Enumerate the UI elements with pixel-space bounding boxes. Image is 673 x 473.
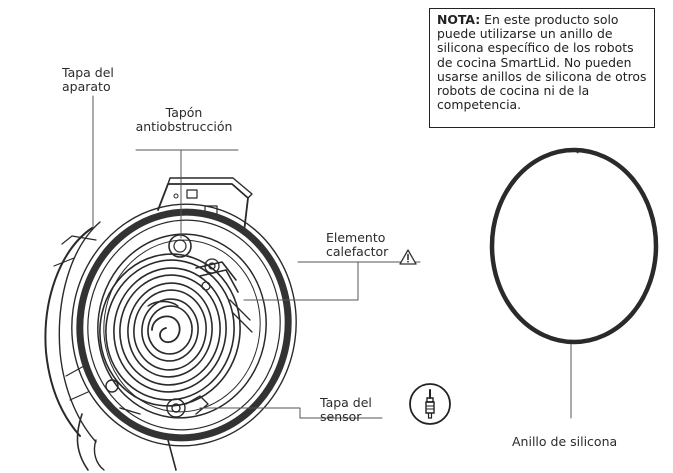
sensor-cap bbox=[105, 379, 209, 418]
label-silicone-ring: Anillo de silicona bbox=[512, 435, 617, 449]
sealing-ring bbox=[71, 203, 297, 447]
inner-plate bbox=[97, 233, 267, 419]
label-sensor-cap: Tapa del sensor bbox=[320, 396, 372, 424]
label-anti-block-cap: Tapón antiobstrucción bbox=[124, 106, 244, 134]
label-lid-line-2: aparato bbox=[62, 79, 111, 94]
silicone-ring-drawing bbox=[489, 147, 659, 345]
note-text: En este producto solo puede utilizarse u… bbox=[437, 12, 647, 113]
warning-triangle-icon bbox=[399, 249, 417, 265]
heating-element-coil bbox=[99, 253, 241, 407]
label-lid: Tapa del aparato bbox=[62, 66, 114, 94]
anti-block-cap bbox=[168, 234, 192, 258]
label-sensor-line-2: sensor bbox=[320, 409, 362, 424]
label-ring-text: Anillo de silicona bbox=[512, 434, 618, 449]
appliance-lid bbox=[44, 221, 177, 471]
note-box: NOTA: En este producto solo puede utiliz… bbox=[429, 8, 655, 128]
leader-lines bbox=[92, 95, 572, 419]
sensor-probe-icon bbox=[409, 383, 451, 425]
label-anti-block-line-2: antiobstrucción bbox=[135, 119, 233, 134]
label-heating-line-2: calefactor bbox=[326, 244, 389, 259]
label-anti-block-line-1: Tapón bbox=[165, 105, 203, 120]
label-lid-line-1: Tapa del bbox=[62, 65, 114, 80]
label-heating-line-1: Elemento bbox=[326, 230, 386, 245]
label-sensor-line-1: Tapa del bbox=[320, 395, 372, 410]
note-lead: NOTA: bbox=[437, 12, 481, 27]
valve-components bbox=[201, 258, 253, 333]
label-heating-element: Elemento calefactor bbox=[326, 231, 388, 259]
